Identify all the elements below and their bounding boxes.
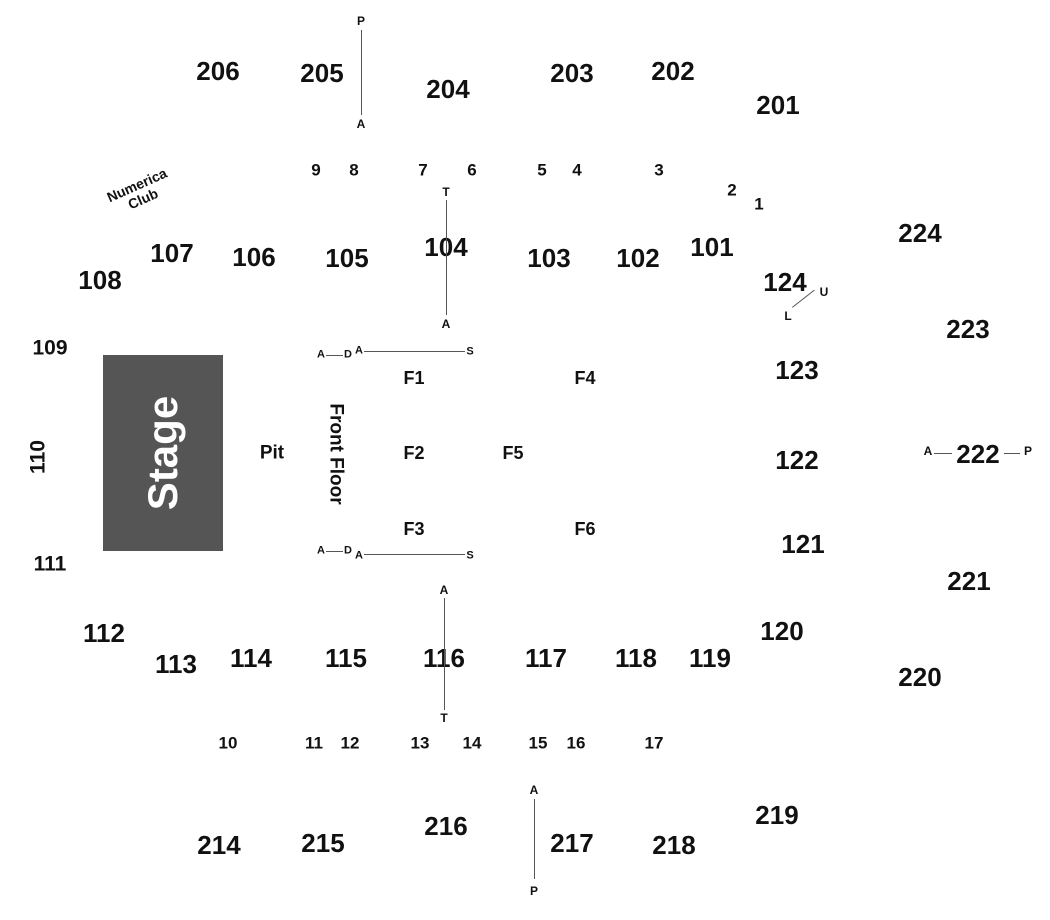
marker-u-124: U <box>819 285 829 299</box>
front-floor-label: Front Floor <box>325 403 347 505</box>
section-220[interactable]: 220 <box>898 662 942 692</box>
marker-p-217: P <box>529 884 539 898</box>
section-106[interactable]: 106 <box>232 242 276 272</box>
divider-line-222-left <box>934 453 952 454</box>
section-218[interactable]: 218 <box>652 830 696 860</box>
section-111[interactable]: 111 <box>33 552 67 576</box>
divider-line-top <box>361 30 362 115</box>
section-107[interactable]: 107 <box>150 238 194 268</box>
section-205[interactable]: 205 <box>300 58 344 88</box>
section-123[interactable]: 123 <box>775 355 819 385</box>
section-119[interactable]: 119 <box>689 643 731 673</box>
marker-a-217: A <box>529 783 539 797</box>
suite-11[interactable]: 11 <box>305 733 323 753</box>
suite-3[interactable]: 3 <box>654 160 664 180</box>
section-120[interactable]: 120 <box>760 616 804 646</box>
section-110[interactable]: 110 <box>26 440 50 474</box>
section-222[interactable]: 222 <box>956 439 1000 469</box>
section-216[interactable]: 216 <box>424 811 468 841</box>
section-221[interactable]: 221 <box>947 566 991 596</box>
pit-label: Pit <box>259 442 285 464</box>
section-206[interactable]: 206 <box>196 56 240 86</box>
section-115[interactable]: 115 <box>325 643 367 673</box>
section-122[interactable]: 122 <box>775 445 819 475</box>
marker-a-floor-lower-left: A <box>317 544 325 557</box>
section-113[interactable]: 113 <box>155 649 197 679</box>
section-201[interactable]: 201 <box>756 90 800 120</box>
divider-line-floor-lower <box>364 554 465 555</box>
marker-t-104: T <box>442 185 450 199</box>
divider-line-222-right <box>1004 453 1020 454</box>
suite-12[interactable]: 12 <box>340 733 360 753</box>
divider-line-217 <box>534 799 535 879</box>
section-f2[interactable]: F2 <box>403 443 425 463</box>
section-203[interactable]: 203 <box>550 58 594 88</box>
marker-a-116: A <box>439 583 449 597</box>
suite-9[interactable]: 9 <box>311 160 321 180</box>
divider-line-floor-lower-stub <box>326 551 343 552</box>
section-103[interactable]: 103 <box>527 243 571 273</box>
suite-2[interactable]: 2 <box>727 180 737 200</box>
divider-line-104 <box>446 200 447 315</box>
section-f3[interactable]: F3 <box>403 519 425 539</box>
section-112[interactable]: 112 <box>83 618 125 648</box>
marker-a-floor-upper: A <box>355 344 363 357</box>
section-102[interactable]: 102 <box>616 243 660 273</box>
suite-13[interactable]: 13 <box>410 733 430 753</box>
section-101[interactable]: 101 <box>690 232 734 262</box>
section-121[interactable]: 121 <box>781 529 825 559</box>
divider-line-floor-upper <box>364 351 465 352</box>
stage <box>103 355 223 551</box>
suite-8[interactable]: 8 <box>349 160 359 180</box>
section-f6[interactable]: F6 <box>574 519 596 539</box>
section-214[interactable]: 214 <box>197 830 241 860</box>
marker-s-floor-lower: S <box>466 549 474 562</box>
section-108[interactable]: 108 <box>78 265 122 295</box>
marker-l-124: L <box>784 309 792 323</box>
suite-6[interactable]: 6 <box>467 160 477 180</box>
marker-t-116: T <box>440 711 448 725</box>
marker-a-222: A <box>923 444 933 458</box>
suite-10[interactable]: 10 <box>218 733 238 753</box>
section-117[interactable]: 117 <box>525 643 567 673</box>
divider-line-floor-upper-stub <box>326 355 343 356</box>
marker-s-floor-upper: S <box>466 345 474 358</box>
section-219[interactable]: 219 <box>755 800 799 830</box>
marker-p-222: P <box>1023 444 1033 458</box>
section-215[interactable]: 215 <box>301 828 345 858</box>
section-204[interactable]: 204 <box>426 74 470 104</box>
marker-a-floor-lower: A <box>355 549 363 562</box>
section-114[interactable]: 114 <box>230 643 272 673</box>
marker-a-104: A <box>441 317 451 331</box>
section-217[interactable]: 217 <box>550 828 594 858</box>
marker-a-floor-upper-left: A <box>317 348 325 361</box>
section-118[interactable]: 118 <box>615 643 657 673</box>
divider-line-116 <box>444 598 445 710</box>
suite-5[interactable]: 5 <box>537 160 547 180</box>
section-202[interactable]: 202 <box>651 56 695 86</box>
numerica-club-label: Numerica Club <box>104 165 175 219</box>
section-109[interactable]: 109 <box>32 336 68 360</box>
marker-d-floor-lower: D <box>344 544 352 557</box>
suite-15[interactable]: 15 <box>528 733 548 753</box>
marker-p-top: P <box>356 14 366 28</box>
suite-7[interactable]: 7 <box>418 160 428 180</box>
section-f5[interactable]: F5 <box>502 443 524 463</box>
suite-14[interactable]: 14 <box>462 733 482 753</box>
suite-4[interactable]: 4 <box>572 160 582 180</box>
section-f1[interactable]: F1 <box>403 368 425 388</box>
suite-17[interactable]: 17 <box>644 733 664 753</box>
marker-d-floor-upper: D <box>344 348 352 361</box>
suite-16[interactable]: 16 <box>566 733 586 753</box>
section-224[interactable]: 224 <box>898 218 942 248</box>
marker-a-top: A <box>356 117 366 131</box>
section-124[interactable]: 124 <box>763 267 807 297</box>
section-f4[interactable]: F4 <box>574 368 596 388</box>
section-223[interactable]: 223 <box>946 314 990 344</box>
section-105[interactable]: 105 <box>325 243 369 273</box>
suite-1[interactable]: 1 <box>754 194 764 214</box>
stage-label: Stage <box>139 395 186 511</box>
